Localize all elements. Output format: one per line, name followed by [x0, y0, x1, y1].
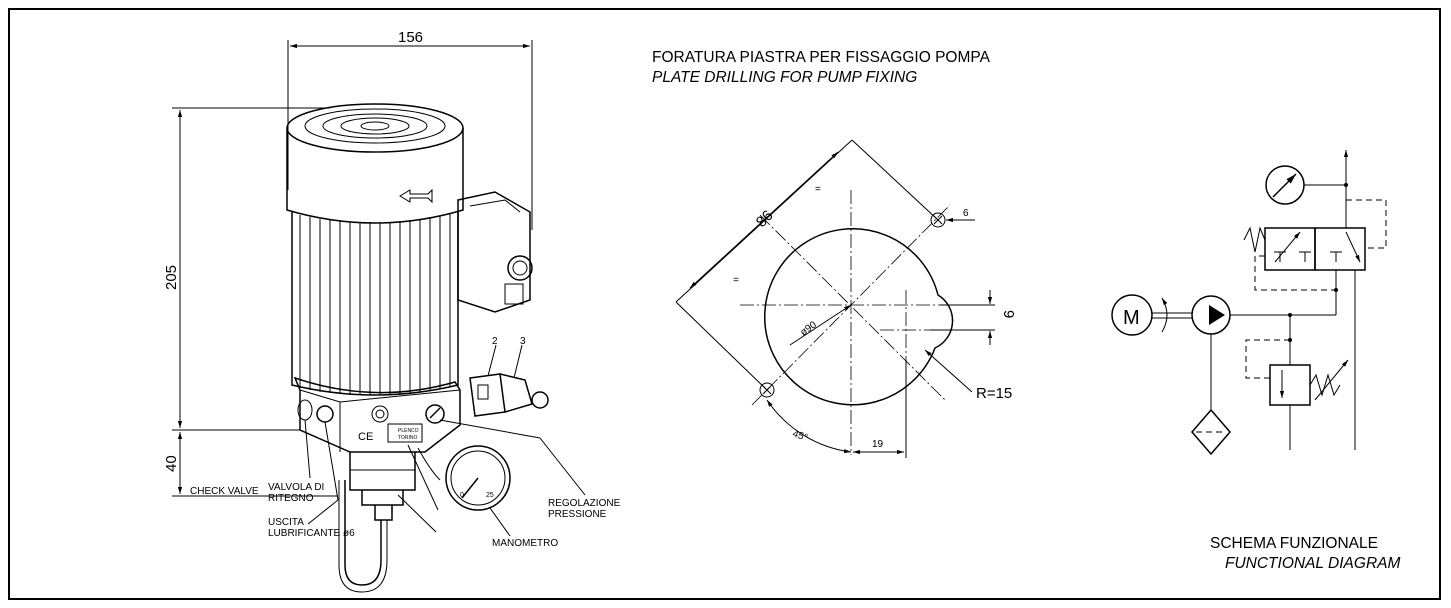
dim-width: 156 — [398, 29, 423, 46]
functional-diagram: SCHEMA FUNZIONALE FUNCTIONAL DIAGRAM M — [1111, 150, 1400, 572]
dim-height: 205 — [163, 265, 180, 290]
ce-mark: CE — [358, 431, 373, 443]
callout-2: 2 — [492, 336, 498, 347]
dim-r15: R=15 — [976, 385, 1012, 402]
outlet-label-2: LUBRIFICANTE ø6 — [268, 528, 355, 539]
check-valve-it-1: VALVOLA DI — [268, 482, 324, 493]
gauge-label: MANOMETRO — [492, 538, 558, 549]
callout-3: 3 — [520, 336, 526, 347]
check-valve-it-2: RITEGNO — [268, 493, 314, 504]
dim-45: 45° — [791, 428, 809, 444]
check-valve-en: CHECK VALVE — [190, 486, 259, 497]
pressure-reg-1: REGOLAZIONE — [548, 498, 621, 509]
brand-line-2: TORINO — [398, 435, 417, 441]
dim-6: 6 — [963, 208, 969, 219]
brand-line-1: PLENCO — [398, 428, 419, 434]
plate-title-it: FORATURA PIASTRA PER FISSAGGIO POMPA — [652, 49, 991, 66]
plate-title-en: PLATE DRILLING FOR PUMP FIXING — [652, 69, 917, 86]
svg-text:=: = — [733, 275, 739, 286]
pump-illustration: 156 205 40 — [163, 29, 621, 593]
gauge-max: 25 — [486, 492, 494, 499]
functional-title-en: FUNCTIONAL DIAGRAM — [1225, 555, 1400, 572]
gauge-min: 0 — [460, 492, 464, 499]
drawing-frame — [8, 8, 1441, 600]
pressure-reg-2: PRESSIONE — [548, 509, 607, 520]
dim-base: 40 — [163, 455, 180, 472]
motor-label: M — [1123, 307, 1140, 329]
dim-9: 9 — [1000, 310, 1017, 318]
svg-text:=: = — [815, 184, 821, 195]
dim-19: 19 — [872, 439, 884, 450]
plate-drilling-drawing: FORATURA PIASTRA PER FISSAGGIO POMPA PLA… — [652, 49, 1017, 458]
outlet-label-1: USCITA — [268, 517, 304, 528]
dim-90: ø90 — [798, 319, 819, 338]
functional-title-it: SCHEMA FUNZIONALE — [1210, 535, 1378, 552]
